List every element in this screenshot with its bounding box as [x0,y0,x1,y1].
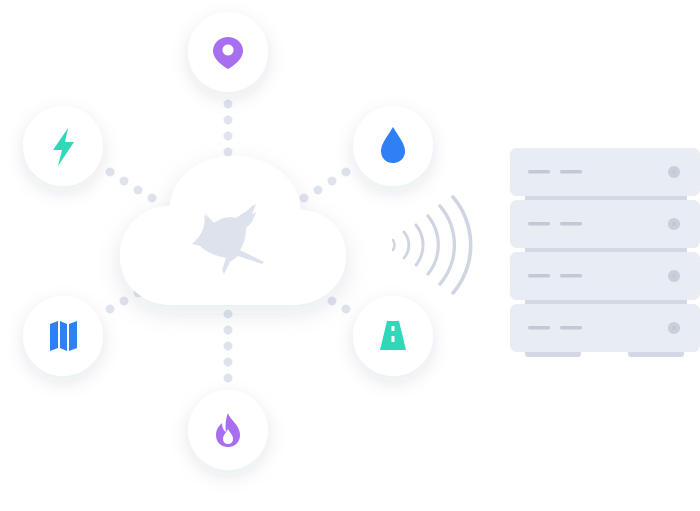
node-location [188,12,268,92]
node-fire [188,390,268,470]
connector-upper-left [105,167,157,203]
connector-dot [223,115,233,125]
connector-top [223,99,233,157]
folded-map-icon [50,321,77,351]
node-water [353,106,433,186]
connector-bottom [223,309,233,383]
wireless-signal-icon [391,195,473,295]
connector-dot [223,99,233,109]
connector-dot [119,296,129,306]
flame-icon [216,413,240,447]
node-map [23,296,103,376]
server-rack-icon [510,148,700,357]
lightning-bolt-icon [53,128,74,166]
connector-dot [223,325,233,335]
server-unit [510,200,700,253]
connector-dot [223,341,233,351]
connector-dot [105,304,115,314]
server-unit [510,148,700,201]
connector-dot [223,373,233,383]
connector-dot [327,176,337,186]
connector-dot [105,167,115,177]
server-unit [510,304,700,352]
connector-dot [341,304,351,314]
connector-dot [299,193,309,203]
node-power [23,106,103,186]
bird-logo-icon [192,204,264,274]
connector-dot [223,131,233,141]
connector-dot [223,357,233,367]
map-pin-icon [213,37,243,69]
connector-dot [313,185,323,195]
connector-dot [119,176,129,186]
connector-dot [223,147,233,157]
connector-dot [133,185,143,195]
connector-dot [327,296,337,306]
connector-dot [341,167,351,177]
connector-upper-right [299,167,351,203]
node-road [353,296,433,376]
water-drop-icon [381,127,405,163]
connector-dot [223,309,233,319]
road-icon [380,321,406,350]
connector-dot [147,193,157,203]
server-unit [510,252,700,305]
